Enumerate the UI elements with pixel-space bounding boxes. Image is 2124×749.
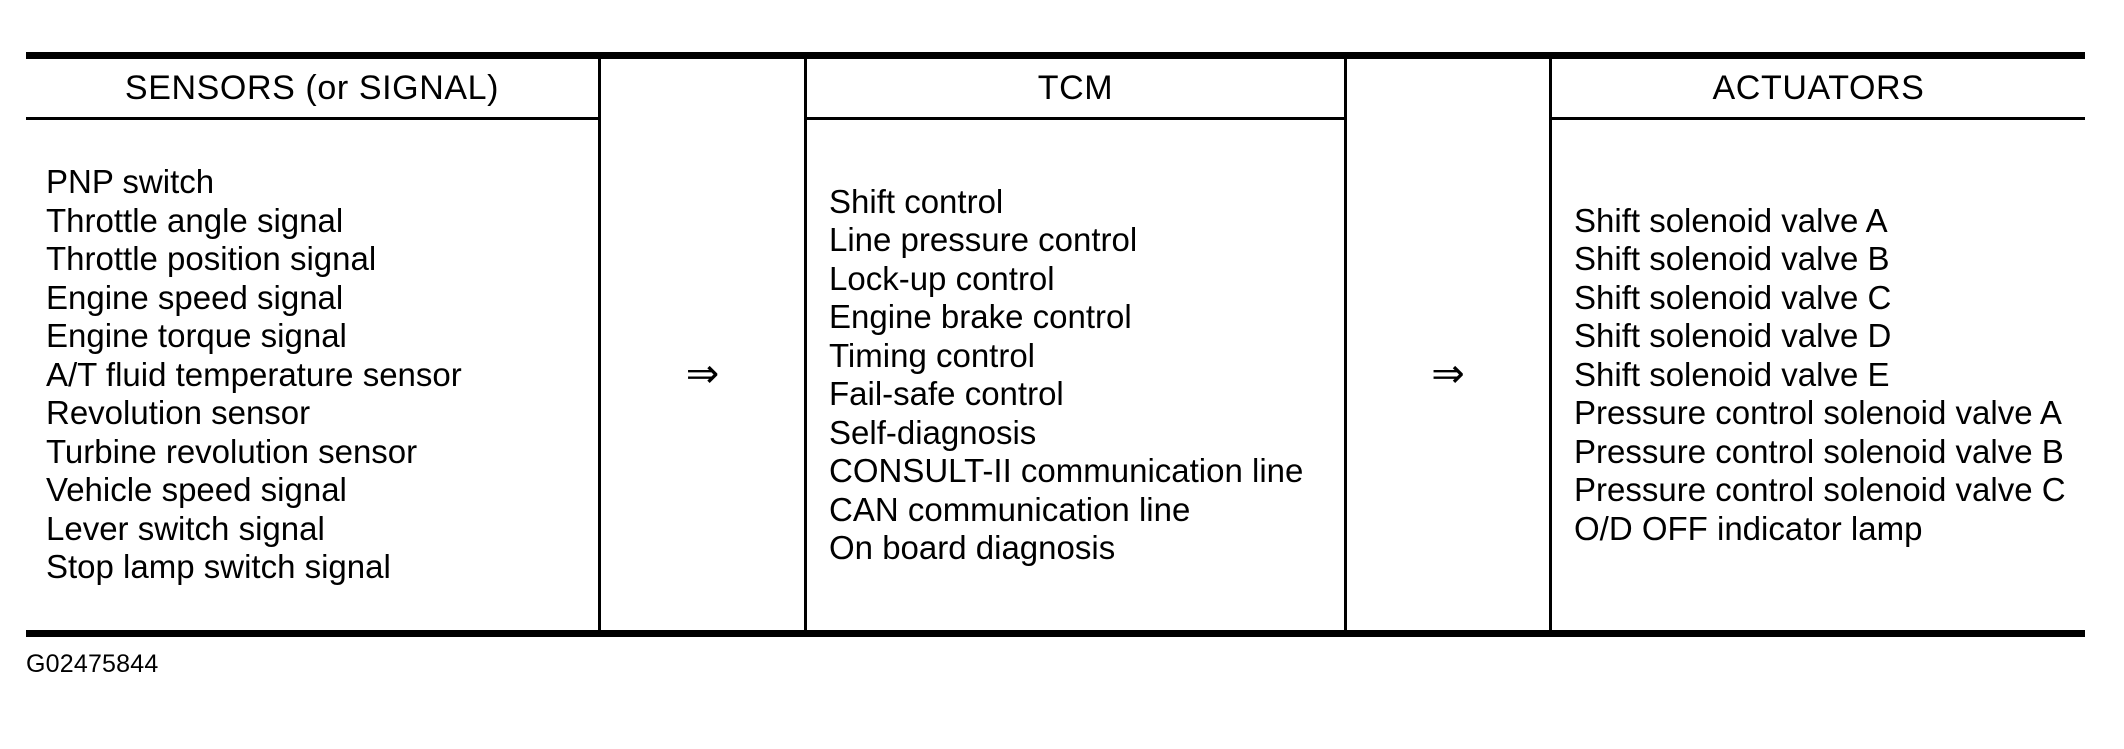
list-item: Revolution sensor [46, 394, 311, 432]
list-item: Pressure control solenoid valve C [1574, 471, 2066, 509]
connector-header-spacer [1347, 59, 1549, 117]
list-item: Vehicle speed signal [46, 471, 347, 509]
list-item: Shift solenoid valve D [1574, 317, 1892, 355]
list-item: Engine speed signal [46, 278, 344, 316]
table-bottom-rule [26, 630, 2085, 637]
list-item: Fail-safe control [829, 375, 1064, 412]
list-item: Lever switch signal [46, 509, 325, 547]
list-item: Engine torque signal [46, 317, 347, 355]
list-item: Turbine revolution sensor [46, 432, 418, 470]
double-arrow-right-icon: ⇒ [685, 350, 720, 397]
list-item: Line pressure control [829, 221, 1138, 258]
arrow-cell: ⇒ [601, 117, 804, 630]
column-tcm: TCM Shift control Line pressure control … [807, 59, 1344, 630]
column-actuators: ACTUATORS Shift solenoid valve A Shift s… [1552, 59, 2085, 630]
list-item: Throttle position signal [46, 240, 377, 278]
list-item: On board diagnosis [829, 529, 1116, 566]
list-item: Throttle angle signal [46, 201, 344, 239]
list-item: Pressure control solenoid valve A [1574, 394, 2062, 432]
connector-sensors-to-tcm: ⇒ [598, 59, 807, 630]
list-item: Shift solenoid valve C [1574, 278, 1892, 316]
connector-header-spacer [601, 59, 804, 117]
list-item: Pressure control solenoid valve B [1574, 432, 2064, 470]
table-top-rule [26, 52, 2085, 59]
list-item: CONSULT-II communication line [829, 452, 1304, 489]
figure-caption: G02475844 [26, 650, 159, 678]
list-item: A/T fluid temperature sensor [46, 355, 462, 393]
actuators-list: Shift solenoid valve A Shift solenoid va… [1552, 120, 2085, 630]
column-sensors: SENSORS (or SIGNAL) PNP switch Throttle … [26, 59, 598, 630]
column-header-actuators: ACTUATORS [1552, 59, 2085, 120]
connector-tcm-to-actuators: ⇒ [1344, 59, 1552, 630]
arrow-cell: ⇒ [1347, 117, 1549, 630]
sensors-list: PNP switch Throttle angle signal Throttl… [26, 120, 598, 630]
list-item: Self-diagnosis [829, 413, 1037, 451]
list-item: Shift solenoid valve E [1574, 355, 1890, 393]
list-item: PNP switch [46, 163, 215, 201]
diagram-table: SENSORS (or SIGNAL) PNP switch Throttle … [26, 59, 2085, 630]
tcm-list: Shift control Line pressure control Lock… [807, 120, 1344, 630]
list-item: Timing control [829, 336, 1036, 374]
double-arrow-right-icon: ⇒ [1431, 350, 1465, 397]
column-header-sensors: SENSORS (or SIGNAL) [26, 59, 598, 120]
list-item: Shift solenoid valve B [1574, 240, 1890, 278]
list-item: Engine brake control [829, 298, 1132, 335]
list-item: Stop lamp switch signal [46, 548, 391, 586]
column-header-tcm: TCM [807, 59, 1344, 120]
list-item: Shift solenoid valve A [1574, 201, 1888, 239]
list-item: CAN communication line [829, 490, 1191, 528]
list-item: Lock-up control [829, 259, 1055, 297]
list-item: Shift control [829, 182, 1004, 220]
list-item: O/D OFF indicator lamp [1574, 509, 1923, 547]
